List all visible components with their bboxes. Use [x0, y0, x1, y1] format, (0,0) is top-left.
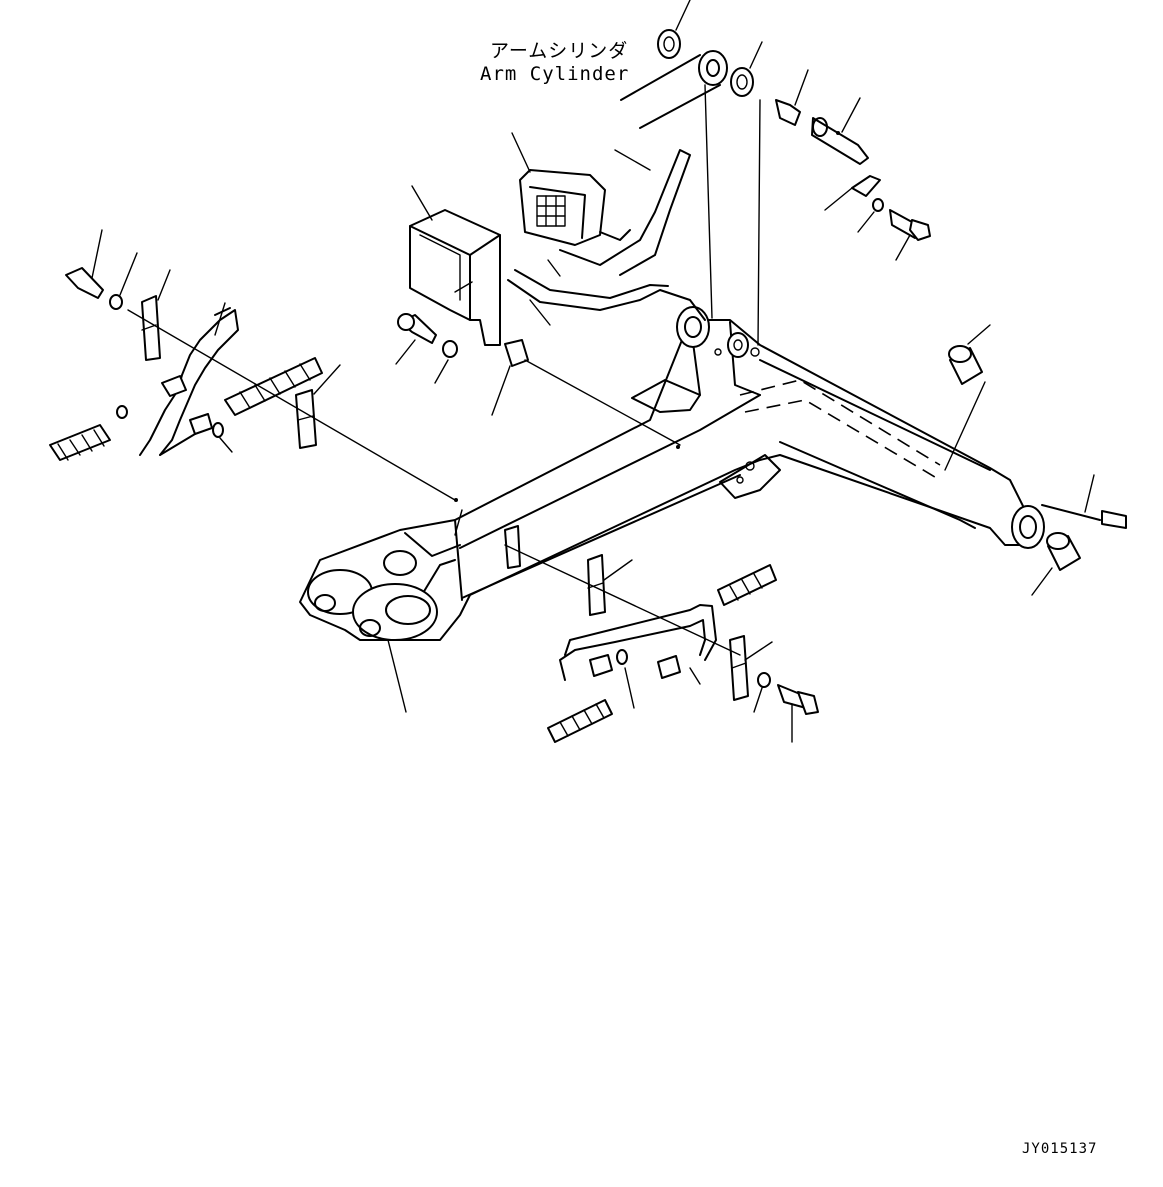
lamp-bracket	[409, 185, 501, 346]
clamp-left	[141, 269, 171, 361]
arm-cylinder-end	[620, 50, 728, 319]
detail-dots	[454, 131, 840, 502]
clamp-arm-side	[504, 525, 521, 569]
arm-fork-end	[307, 550, 438, 641]
bolt-bracket	[395, 313, 437, 365]
lock-plate	[824, 175, 881, 211]
spacer-bracket	[491, 339, 529, 416]
bolt-pin	[889, 209, 931, 261]
o-ring-lower	[616, 649, 635, 709]
arm-cylinder-label-jp: アームシリンダ	[490, 40, 629, 62]
bucket-end-wire	[1041, 474, 1127, 529]
hose-lower-2	[547, 699, 613, 743]
washer-top-1	[657, 0, 691, 59]
hose-left-1	[49, 405, 128, 461]
arm-bucket-end	[736, 461, 1045, 549]
clamp-lower-1	[587, 554, 633, 616]
drawing-id: JY015137	[1022, 1141, 1098, 1157]
clamp-lower-2	[729, 635, 773, 701]
washer-top-2	[730, 41, 763, 346]
washer-bracket	[434, 340, 458, 384]
o-ring-left	[212, 422, 233, 453]
bolt-lower	[777, 684, 819, 743]
hose-lower-1	[717, 564, 777, 606]
arm-cylinder-label-en: Arm Cylinder	[480, 63, 630, 85]
bushing-lower	[1031, 532, 1081, 596]
work-lamp	[511, 132, 606, 246]
washer-pin	[857, 198, 884, 233]
washer-lower	[753, 672, 771, 713]
grease-fitting	[775, 69, 809, 126]
pin	[811, 97, 869, 165]
lamp-harness	[507, 149, 706, 326]
tube-left	[139, 302, 239, 456]
bolt-left	[65, 229, 104, 299]
leader-lines	[127, 259, 741, 713]
hose-left-2	[224, 357, 323, 416]
arm-top-bosses	[676, 306, 760, 358]
tube-lower	[559, 604, 717, 685]
washer-left	[109, 252, 138, 310]
clamp-center-left	[295, 364, 341, 449]
bushing-upper	[944, 324, 991, 471]
